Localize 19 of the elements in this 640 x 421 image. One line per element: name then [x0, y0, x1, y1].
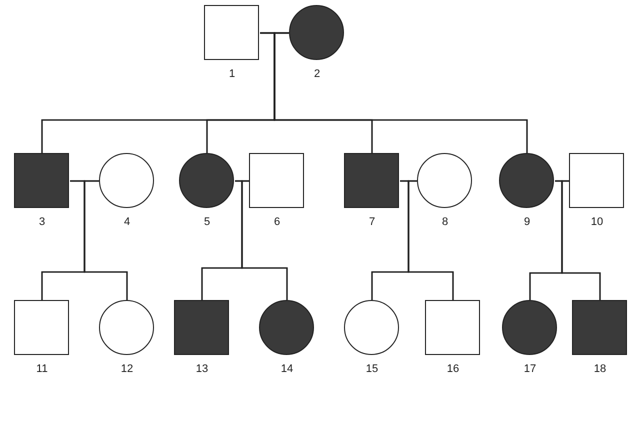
individual-number: 17: [524, 363, 536, 375]
individual-number: 6: [274, 216, 280, 228]
individual-number: 1: [228, 68, 236, 80]
individual-number: 5: [204, 216, 210, 228]
individual-number: 4: [124, 216, 130, 228]
individual-number: 2: [314, 68, 320, 80]
individual-number: 16: [446, 363, 460, 375]
individual-number: 14: [280, 363, 294, 375]
individual-number: 13: [196, 363, 208, 375]
individual-number: 3: [38, 216, 46, 228]
individual-number: 8: [442, 216, 448, 228]
individual-number: 12: [120, 363, 134, 375]
individual-number: 9: [524, 216, 530, 228]
individual-number: 15: [366, 363, 378, 375]
individual-number: 18: [594, 363, 606, 375]
individual-number: 11: [36, 363, 48, 375]
individual-number: 10: [590, 216, 604, 228]
descent-line: [84, 180, 128, 300]
individual-number: 7: [368, 216, 376, 228]
